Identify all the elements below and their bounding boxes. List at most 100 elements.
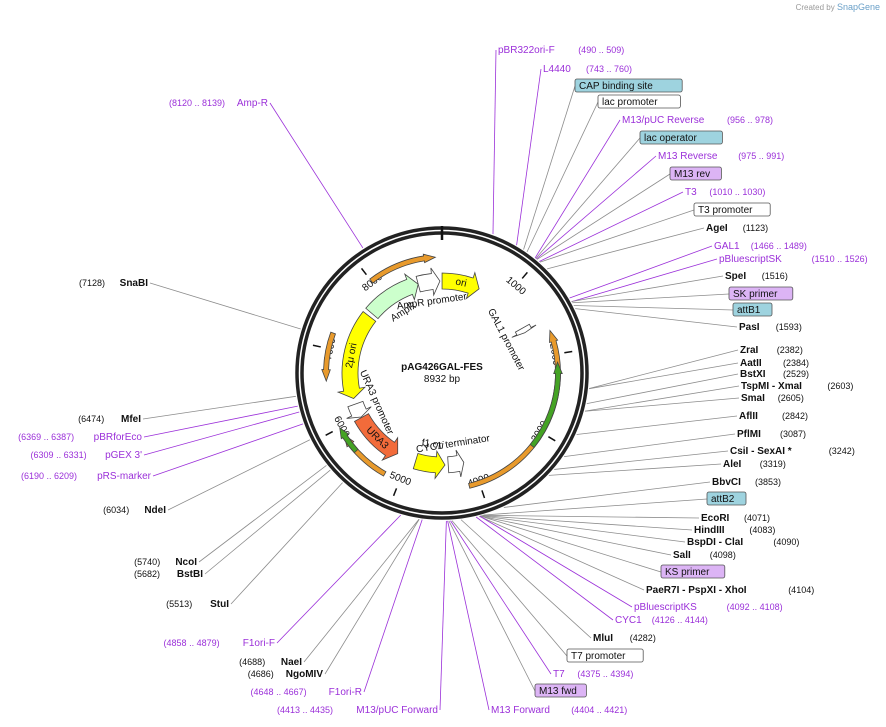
feature-ori[interactable]: [441, 271, 480, 300]
tick-mark-7000: [312, 344, 321, 348]
orf-2[interactable]: [529, 361, 563, 449]
label-name: MfeI: [121, 414, 141, 425]
right-label-cyc1[interactable]: CYC1(4126 .. 4144): [615, 615, 708, 626]
right-label-hindiii[interactable]: HindIII(4083): [694, 525, 775, 536]
left-label-ngomiv[interactable]: NgoMIV(4686): [248, 669, 324, 680]
right-label-smai[interactable]: SmaI(2605): [741, 393, 804, 404]
left-label-bstbi[interactable]: BstBI(5682): [134, 569, 203, 580]
right-label-pbluescriptks[interactable]: pBluescriptKS(4092 .. 4108): [634, 602, 783, 613]
label-range: (2382): [777, 345, 803, 355]
label-name: AatII: [740, 358, 762, 369]
feature-2u-ori[interactable]: [336, 310, 377, 399]
feature-label-f1-ori: f1 ori: [421, 438, 444, 452]
label-name: HindIII: [694, 525, 725, 536]
right-label-aflii[interactable]: AflII(2842): [739, 411, 808, 422]
left-label-mfei[interactable]: MfeI(6474): [78, 414, 141, 425]
right-label-m13-rev[interactable]: M13 rev: [669, 166, 722, 181]
right-label-l4440[interactable]: L4440(743 .. 760): [543, 64, 632, 75]
orf-4[interactable]: [339, 426, 359, 454]
right-label-attb1[interactable]: attB1: [732, 302, 773, 317]
leader-line: [450, 520, 552, 675]
left-label-f1ori-r[interactable]: F1ori-R(4648 .. 4667): [251, 687, 362, 698]
label-range: (4686): [248, 669, 274, 679]
right-label-tspmi-xmai[interactable]: TspMI - XmaI(2603): [741, 381, 853, 392]
orf-5[interactable]: [369, 253, 437, 284]
label-box: [728, 286, 794, 301]
leader-line: [143, 411, 300, 456]
right-label-pbluescriptsk[interactable]: pBluescriptSK(1510 .. 1526): [719, 254, 868, 265]
leader-line: [448, 520, 536, 692]
right-label-zrai[interactable]: ZraI(2382): [740, 345, 803, 356]
label-range: (8120 .. 8139): [169, 98, 225, 108]
right-label-mlui[interactable]: MluI(4282): [593, 633, 656, 644]
leader-line: [167, 439, 311, 511]
right-label-t7-promoter[interactable]: T7 promoter: [566, 648, 644, 663]
right-label-pflmi[interactable]: PflMI(3087): [737, 429, 806, 440]
left-label-pbrforeco[interactable]: pBRforEco(6369 .. 6387): [18, 432, 142, 443]
leader-line: [534, 119, 621, 259]
feature-ura3[interactable]: [353, 413, 399, 462]
left-label-pgex-3[interactable]: pGEX 3'(6309 .. 6331): [31, 450, 143, 461]
label-name: attB1: [737, 305, 761, 316]
right-label-t3-promoter[interactable]: T3 promoter: [693, 202, 771, 217]
orf-6[interactable]: [321, 331, 336, 383]
right-label-sali[interactable]: SalI(4098): [673, 550, 736, 561]
feature-label-gal1-promoter: GAL1 promoter: [485, 307, 527, 373]
snapgene-logo[interactable]: SnapGene: [836, 2, 880, 12]
left-label-prs-marker[interactable]: pRS-marker(6190 .. 6209): [21, 471, 152, 482]
leader-line: [460, 519, 592, 639]
right-label-m13-reverse[interactable]: M13 Reverse(975 .. 991): [658, 151, 784, 162]
right-label-attb2[interactable]: attB2: [706, 491, 747, 506]
right-label-cap-binding-site[interactable]: CAP binding site: [574, 78, 683, 93]
left-label-f1ori-f[interactable]: F1ori-F(4858 .. 4879): [164, 638, 275, 649]
leader-line: [479, 515, 672, 556]
label-range: (3319): [760, 459, 786, 469]
right-label-pbr322ori-f[interactable]: pBR322ori-F(490 .. 509): [498, 45, 624, 56]
label-box: [597, 94, 681, 109]
label-box: [693, 202, 771, 217]
right-label-aatii[interactable]: AatII(2384): [740, 358, 809, 369]
label-name: PflMI: [737, 429, 761, 440]
right-label-bbvci[interactable]: BbvCI(3853): [712, 477, 781, 488]
left-label-stui[interactable]: StuI(5513): [166, 599, 229, 610]
feature-ampr-promoter[interactable]: [415, 267, 441, 297]
label-name: M13 rev: [674, 169, 710, 180]
right-label-bspdi-clai[interactable]: BspDI - ClaI(4090): [687, 537, 799, 548]
label-name: attB2: [711, 494, 735, 505]
label-name: PaeR7I - PspXI - XhoI: [646, 585, 747, 596]
left-label-ncoi[interactable]: NcoI(5740): [134, 557, 197, 568]
right-label-t3[interactable]: T3(1010 .. 1030): [685, 187, 765, 198]
right-label-bstxi[interactable]: BstXI(2529): [740, 369, 809, 380]
right-label-ks-primer[interactable]: KS primer: [660, 564, 726, 579]
left-label-amp-r[interactable]: Amp-R(8120 .. 8139): [169, 98, 268, 109]
feature-gal1-promoter[interactable]: [511, 323, 537, 338]
left-label-snabi[interactable]: SnaBI(7128): [79, 278, 148, 289]
right-label-ecori[interactable]: EcoRI(4071): [701, 513, 770, 524]
right-label-spei[interactable]: SpeI(1516): [725, 271, 788, 282]
feature-label-2u-ori: 2μ ori: [344, 342, 360, 369]
right-label-pasi[interactable]: PasI(1593): [739, 322, 802, 333]
right-label-m13-fwd[interactable]: M13 fwd: [534, 683, 587, 698]
label-name: M13/pUC Reverse: [622, 115, 705, 126]
right-label-sk-primer[interactable]: SK primer: [728, 286, 794, 301]
right-label-lac-operator[interactable]: lac operator: [639, 130, 723, 145]
right-label-csii-sexai[interactable]: CsiI - SexAI *(3242): [730, 446, 855, 457]
right-label-alei[interactable]: AleI(3319): [723, 459, 786, 470]
right-label-gal1[interactable]: GAL1(1466 .. 1489): [714, 241, 807, 252]
feature-ampr[interactable]: [365, 273, 419, 320]
feature-ura3-promoter[interactable]: [346, 400, 372, 419]
left-label-m13-puc-forward[interactable]: M13/pUC Forward(4413 .. 4435): [277, 705, 438, 716]
right-label-paer7i-pspxi-xhoi[interactable]: PaeR7I - PspXI - XhoI(4104): [646, 585, 814, 596]
right-label-t7[interactable]: T7(4375 .. 4394): [553, 669, 633, 680]
feature-f1-ori[interactable]: [412, 449, 446, 480]
right-label-m13-forward[interactable]: M13 Forward(4404 .. 4421): [491, 705, 627, 716]
label-name: T3 promoter: [698, 205, 753, 216]
left-label-naei[interactable]: NaeI(4688): [239, 657, 302, 668]
right-label-m13-puc-reverse[interactable]: M13/pUC Reverse(956 .. 978): [622, 115, 773, 126]
right-label-agei[interactable]: AgeI(1123): [706, 223, 768, 234]
leader-line: [536, 173, 671, 260]
leader-line: [149, 282, 301, 330]
left-label-ndei[interactable]: NdeI(6034): [103, 505, 166, 516]
feature-cyc1-terminator[interactable]: [447, 449, 465, 477]
right-label-lac-promoter[interactable]: lac promoter: [597, 94, 681, 109]
